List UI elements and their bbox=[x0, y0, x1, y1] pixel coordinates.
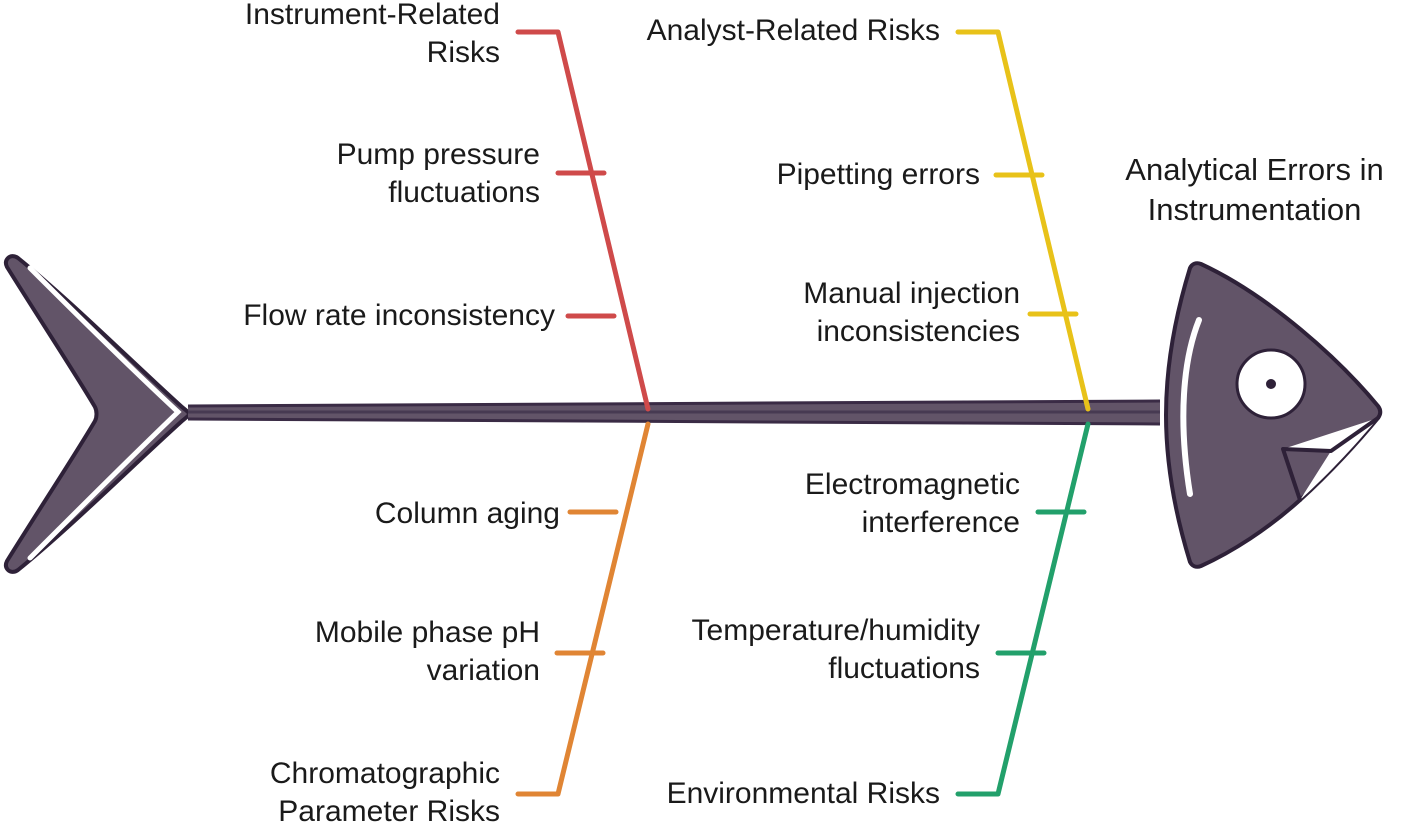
branch-line-environmental bbox=[955, 421, 1091, 797]
category-label-analyst-related-risks[interactable]: Analyst-Related Risks bbox=[646, 14, 940, 47]
category-label-chromatographic-parameter-risks[interactable]: Chromatographic Parameter Risks bbox=[269, 757, 500, 828]
fish-tail bbox=[3, 254, 192, 574]
branch-line-analyst bbox=[955, 29, 1091, 412]
fish-gill-arc bbox=[1180, 317, 1202, 497]
fish-head bbox=[1164, 261, 1383, 569]
cause-label-column-aging[interactable]: Column aging bbox=[374, 497, 560, 530]
branch-instrument-related-risks bbox=[515, 29, 651, 412]
cause-label-flow-rate-inconsistency[interactable]: Flow rate inconsistency bbox=[243, 299, 555, 332]
fish-mouth-outline bbox=[1281, 416, 1380, 502]
cause-label-manual-injection-inconsistencies[interactable]: Manual injection inconsistencies bbox=[803, 277, 1020, 348]
cause-label-mobile-phase-ph-variation[interactable]: Mobile phase pH variation bbox=[314, 616, 540, 687]
fish-spine bbox=[187, 399, 1161, 426]
fish-mouth-notch bbox=[1283, 418, 1378, 500]
fish-tail-highlight bbox=[27, 265, 182, 561]
branch-line-chromatographic bbox=[515, 421, 651, 797]
branch-environmental-risks bbox=[955, 421, 1091, 797]
category-label-environmental-risks[interactable]: Environmental Risks bbox=[666, 777, 940, 810]
branch-line-instrument bbox=[515, 29, 651, 412]
fish-tail-shape bbox=[3, 254, 192, 574]
category-label-instrument-related-risks[interactable]: Instrument-Related Risks bbox=[244, 0, 500, 69]
fish-spine-top-edge bbox=[187, 399, 1161, 408]
branch-analyst-related-risks bbox=[955, 29, 1091, 412]
cause-label-pump-pressure-fluctuations[interactable]: Pump pressure fluctuations bbox=[336, 138, 540, 209]
cause-label-temperature-humidity-fluctuations[interactable]: Temperature/humidity fluctuations bbox=[691, 614, 980, 685]
fish-eye-pupil bbox=[1266, 379, 1276, 389]
cause-label-pipetting-errors[interactable]: Pipetting errors bbox=[776, 158, 980, 191]
cause-label-electromagnetic-interference[interactable]: Electromagnetic interference bbox=[804, 468, 1020, 539]
branch-chromatographic-parameter-risks bbox=[515, 421, 651, 797]
main-effect-title: Analytical Errors in Instrumentation bbox=[1125, 152, 1384, 227]
fish-spine-bottom-edge bbox=[187, 417, 1161, 426]
